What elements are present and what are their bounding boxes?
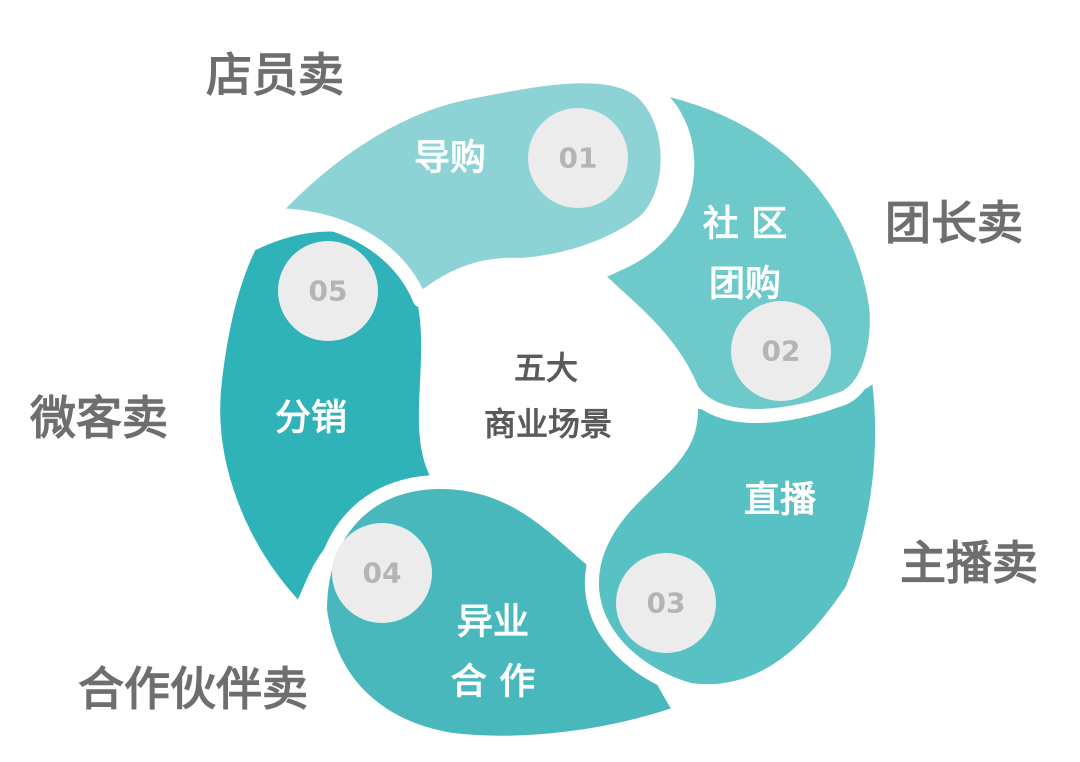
segment-04-outer-label: 合作伙伴卖 [78, 662, 308, 716]
number-badges: 01 02 03 04 05 [278, 108, 831, 653]
segment-03-label: 直播 [744, 480, 817, 521]
outer-labels: 店员卖 团长卖 主播卖 合作伙伴卖 微客卖 [29, 48, 1038, 716]
petal-labels: 导购 社 区 团购 直播 异业 合 作 分销 [275, 138, 817, 703]
badge-02-number: 02 [762, 335, 801, 368]
segment-05-outer-label: 微客卖 [29, 391, 168, 445]
badge-04-number: 04 [363, 557, 402, 590]
badge-03-number: 03 [647, 587, 686, 620]
center-circle [436, 280, 660, 504]
segment-02-label-line1: 社 区 [703, 204, 788, 245]
badge-05-number: 05 [309, 275, 348, 308]
badge-01-circle [528, 108, 628, 208]
segment-02-outer-label: 团长卖 [885, 196, 1023, 250]
badge-01-number: 01 [559, 142, 598, 175]
badge-02-circle [731, 301, 831, 401]
center-title-line2: 商业场景 [484, 405, 612, 443]
badge-03-circle [616, 553, 716, 653]
segment-01-outer-label: 店员卖 [206, 48, 344, 102]
badge-04-circle [332, 523, 432, 623]
segment-02-label-line2: 团购 [709, 264, 781, 305]
segment-03-outer-label: 主播卖 [900, 536, 1038, 590]
badge-05-circle [278, 241, 378, 341]
segment-05-label: 分销 [275, 398, 347, 439]
segment-04-label-line2: 合 作 [451, 662, 536, 703]
center-title-line1: 五大 [514, 349, 578, 387]
segment-01-label: 导购 [414, 138, 486, 179]
segment-04-label-line1: 异业 [457, 602, 529, 643]
